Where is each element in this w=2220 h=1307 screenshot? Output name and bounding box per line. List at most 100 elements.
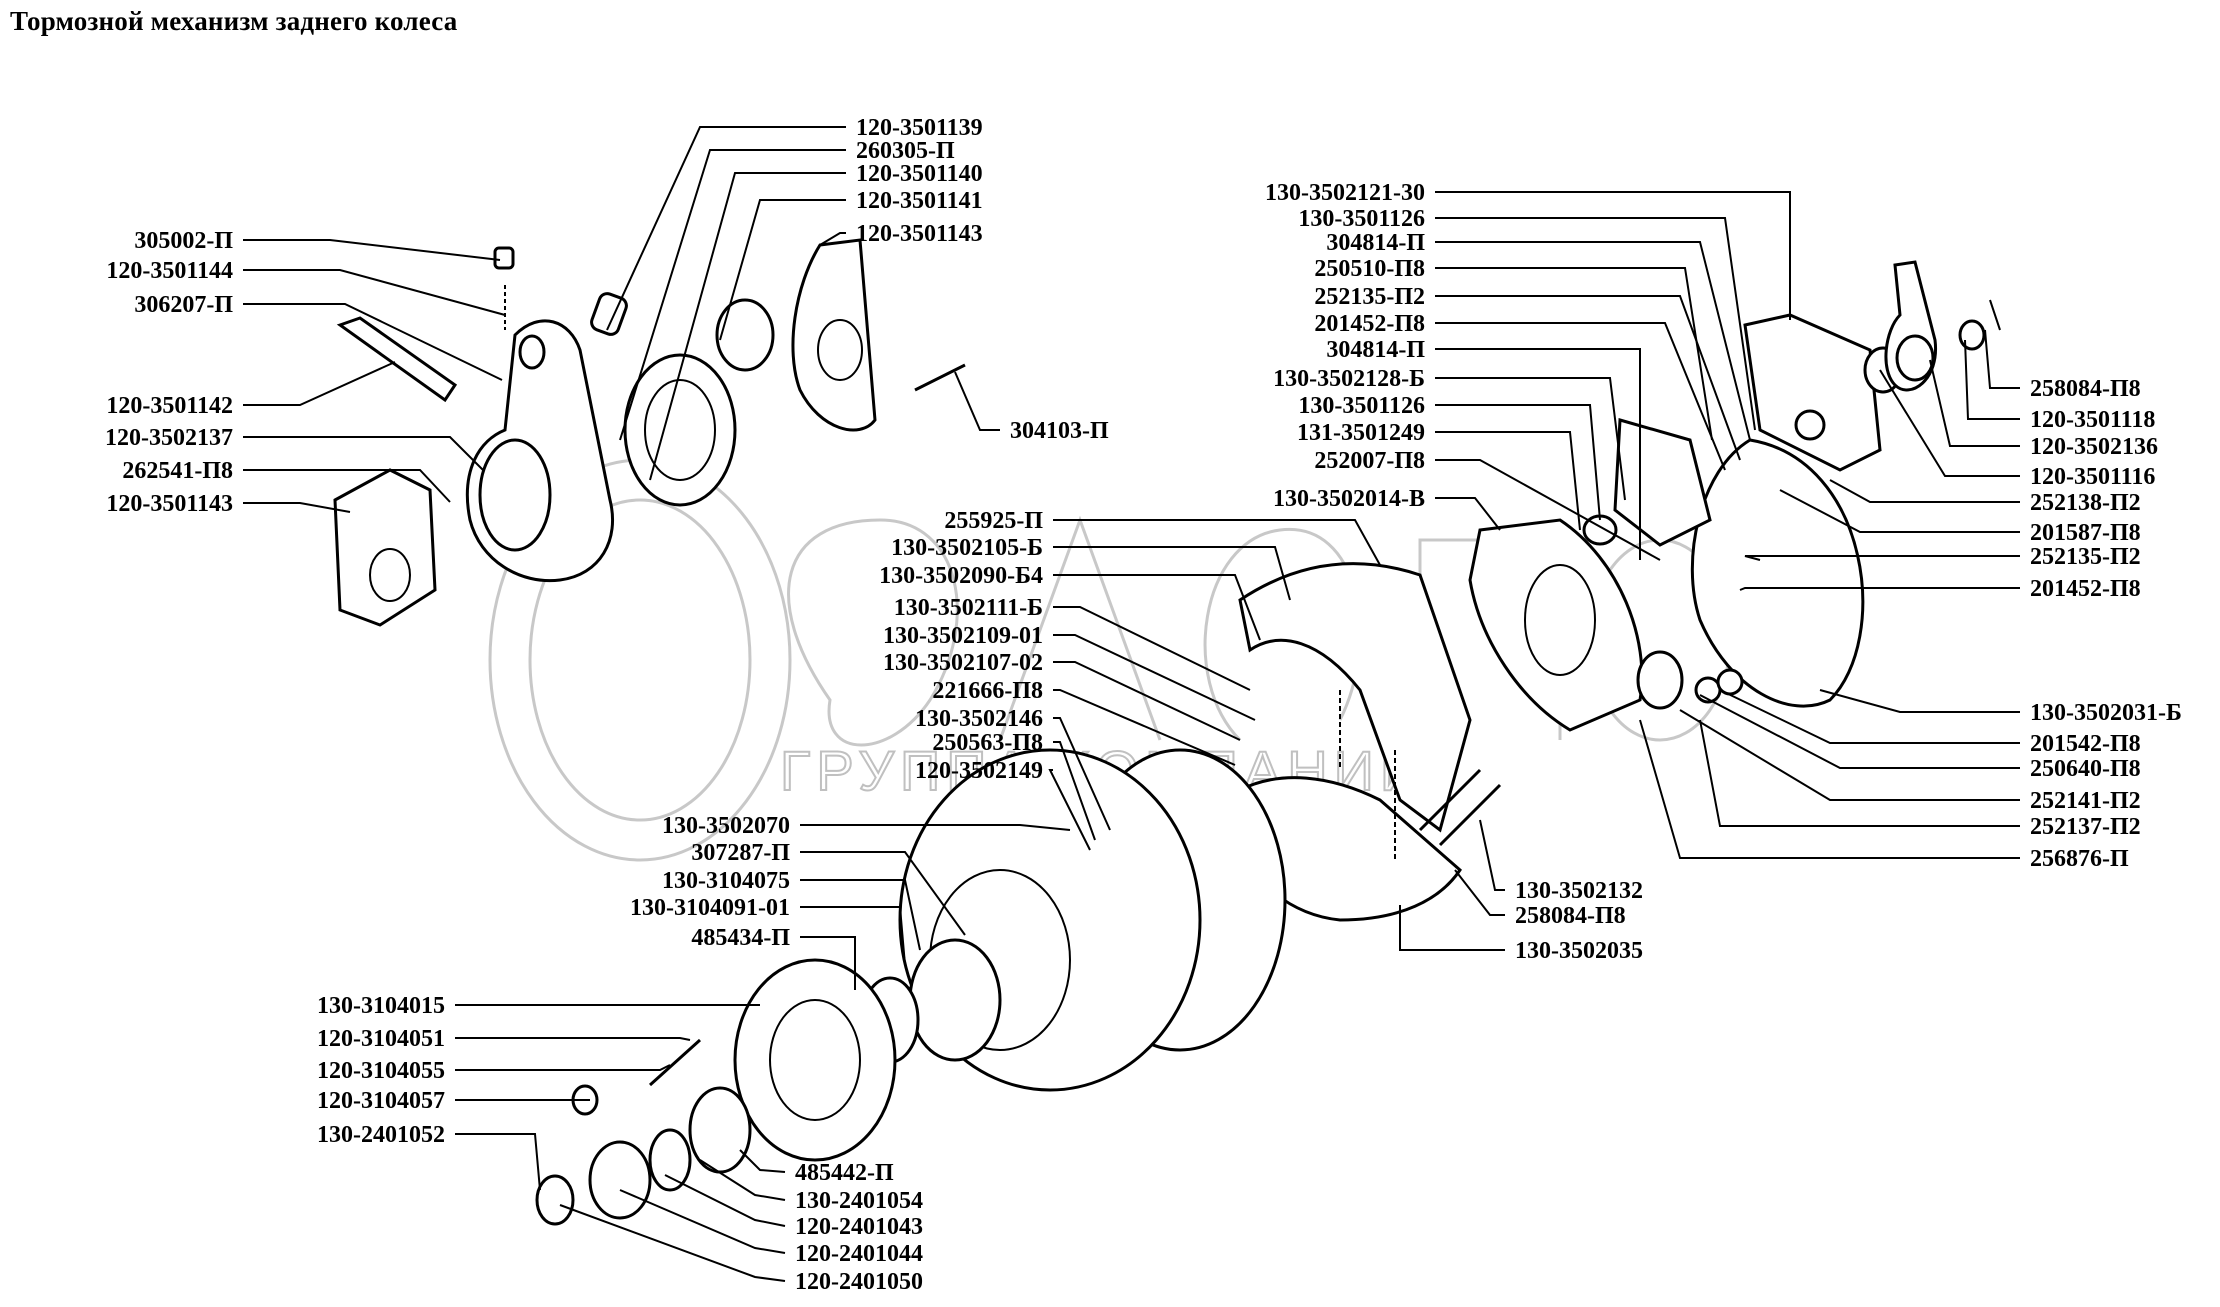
leader-line [1435,431,1581,531]
leader-line [619,149,846,441]
leader-line [1053,574,1261,641]
cover-plate-hole [817,319,863,381]
watermark-logo-ring-inner [528,498,752,822]
leader-line [954,371,1000,431]
dust-shield-part [1690,438,1865,708]
leader-line [243,436,484,471]
leader-line [1739,587,2020,591]
leader-line [719,199,846,341]
leader-line [1053,519,1381,566]
part-number-label: 305002-П [134,228,233,254]
leader-line [1435,497,1501,531]
part-number-label: 130-3502031-Б [2030,700,2182,726]
leader-line [243,303,503,381]
backing-plate-part [1468,518,1744,732]
part-number-label: 252135-П2 [1314,284,1425,310]
leader-line [1479,819,1505,891]
washer-small-part [1958,319,1986,351]
part-number-label: 130-3501126 [1298,206,1425,232]
worm-gear-inner [644,379,716,481]
part-number-label: 130-3502105-Б [891,535,1043,561]
part-number-label: 120-3501143 [106,491,233,517]
anchor-pin-part [1418,768,1482,832]
leader-line [1053,661,1241,741]
axle-nut-part [588,1140,652,1220]
leader-line [1679,709,2020,801]
leader-line [800,824,1071,831]
part-number-label: 258084-П8 [2030,376,2141,402]
bolt-part [914,363,966,392]
part-number-label: 250510-П8 [1314,256,1425,282]
leader-line [1435,322,1726,471]
lever-body-ring [478,438,552,552]
leader-line [739,1149,786,1173]
leader-line [1435,295,1741,461]
part-number-label: 130-3104091-01 [630,895,790,921]
part-number-label: 130-3502128-Б [1273,366,1425,392]
wheel-hub-inner [769,999,861,1121]
part-number-label: 250640-П8 [2030,756,2141,782]
anchor-pin-bracket-part [1636,650,1684,710]
part-number-label: 252137-П2 [2030,814,2141,840]
leader-line [1779,489,2020,533]
lever-hole [518,334,546,370]
callout-labels: 305002-П120-3501144306207-П120-350114212… [105,115,2182,1295]
part-number-label: 252135-П2 [2030,544,2141,570]
bracket-hole [1794,409,1826,441]
part-number-label: 258084-П8 [1515,903,1626,929]
part-number-label: 255925-П [944,508,1043,534]
part-number-label: 201542-П8 [2030,731,2141,757]
outer-bearing-part [688,1086,752,1174]
part-number-label: 120-3104055 [317,1058,445,1084]
leader-line [243,239,501,261]
part-number-label: 252138-П2 [2030,490,2141,516]
leader-line [800,906,906,966]
leader-line [699,1159,786,1201]
leader-line [664,1174,786,1227]
camshaft-support-part [1613,418,1712,547]
upper-brake-shoe [1238,562,1472,833]
part-number-label: 252141-П2 [2030,788,2141,814]
part-number-label: 201587-П8 [2030,520,2141,546]
part-number-label: 120-3502137 [105,425,233,451]
part-number-label: 120-3501118 [2030,407,2155,433]
page-title: Тормозной механизм заднего колеса [10,6,458,36]
backing-plate-center [1524,564,1596,676]
cotter-pin-part [1989,299,2001,331]
part-number-label: 201452-П8 [2030,576,2141,602]
part-number-label: 130-3104015 [317,993,445,1019]
part-number-label: 260305-П [856,138,955,164]
leader-line [1819,689,2020,713]
part-number-label: 130-3502107-02 [883,650,1043,676]
backing-plate [1468,518,1644,732]
brake-drum-part [535,748,1287,1226]
bushing-part [590,292,628,336]
part-number-label: 130-3502132 [1515,878,1643,904]
part-number-label: 485434-П [691,925,790,951]
leader-line [559,1204,786,1282]
part-number-label: 130-3502121-30 [1265,180,1425,206]
leader-lines [243,126,2020,1282]
leader-line [1435,459,1661,561]
watermark-letter [787,518,959,747]
worm-part [715,298,775,372]
hub-cap-part [535,1174,575,1226]
brake-shoes-part [1233,562,1502,922]
cover-plate-part [791,238,877,432]
part-number-label: 120-3501144 [106,258,233,284]
worm-gear-part [623,353,737,507]
part-number-label: 120-3501140 [856,161,983,187]
leader-line [1929,359,2020,447]
wheel-stud-part [648,1038,702,1087]
part-number-label: 130-2401054 [795,1188,923,1214]
leader-line [1053,717,1111,831]
leader-line [243,361,396,406]
part-number-label: 201452-П8 [1314,311,1425,337]
leader-line [819,232,846,246]
part-number-label: 120-3104057 [317,1088,445,1114]
part-number-label: 304814-П [1326,230,1425,256]
leader-line [1699,719,2020,827]
part-number-label: 485442-П [795,1160,894,1186]
grease-nipple-part [493,246,515,270]
part-number-label: 130-3502090-Б4 [879,563,1043,589]
